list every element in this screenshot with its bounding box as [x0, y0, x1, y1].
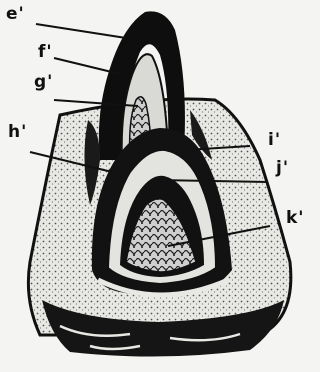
label-h: h' [8, 124, 27, 141]
leader-e [36, 24, 126, 38]
label-k: k' [286, 210, 305, 227]
leader-f [54, 58, 120, 74]
label-f: f' [38, 44, 53, 61]
label-i: i' [268, 132, 281, 149]
label-g: g' [34, 74, 53, 91]
label-e: e' [6, 6, 25, 23]
label-j: j' [276, 160, 289, 177]
